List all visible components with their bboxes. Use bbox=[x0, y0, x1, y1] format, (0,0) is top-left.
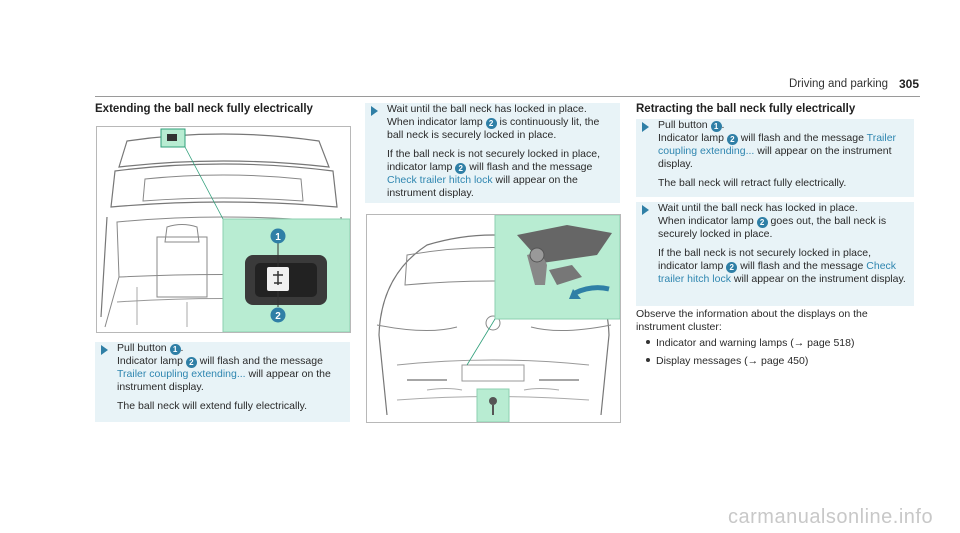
step-arrow-icon bbox=[371, 106, 378, 116]
display-message: Check trailer hitch lock bbox=[387, 174, 493, 186]
watermark: carmanualsonline.info bbox=[728, 506, 934, 528]
callout-1: 1 bbox=[275, 232, 281, 243]
right-step-2: Wait until the ball neck has locked in p… bbox=[636, 202, 914, 306]
tailgate-figure: 1 2 bbox=[96, 126, 351, 333]
callout-badge-2: 2 bbox=[185, 357, 197, 368]
display-message: Trailer coupling extending... bbox=[658, 132, 897, 157]
callout-badge-2: 2 bbox=[455, 163, 467, 174]
middle-step-2: Wait until the ball neck has locked in p… bbox=[365, 103, 620, 203]
callout-badge-2: 2 bbox=[726, 262, 738, 273]
callout-badge-2: 2 bbox=[726, 134, 738, 145]
right-heading: Retracting the ball neck fully electrica… bbox=[636, 103, 856, 115]
step-arrow-icon bbox=[642, 122, 649, 132]
observe-note: Observe the information about the displa… bbox=[636, 308, 868, 333]
bullet-dot-icon bbox=[646, 340, 650, 344]
list-item: Indicator and warning lamps (→ page 518) bbox=[646, 337, 916, 350]
step-result: The ball neck will extend fully electric… bbox=[117, 400, 308, 412]
display-message: Check trailer hitch lock bbox=[658, 260, 897, 285]
display-message: Trailer coupling extending... bbox=[117, 368, 246, 380]
rear-view-figure bbox=[366, 214, 621, 423]
list-item: Display messages (→ page 450) bbox=[646, 355, 916, 368]
header-rule bbox=[95, 96, 920, 97]
callout-badge-2: 2 bbox=[756, 217, 768, 228]
section-title: Driving and parking bbox=[789, 78, 889, 90]
callout-badge-2: 2 bbox=[485, 118, 497, 129]
bullet-list: Indicator and warning lamps (→ page 518)… bbox=[646, 337, 916, 368]
step-result: The ball neck will retract fully electri… bbox=[658, 177, 847, 189]
callout-badge-1: 1 bbox=[169, 344, 181, 355]
callout-badge-1: 1 bbox=[710, 121, 722, 132]
page-number: 305 bbox=[899, 77, 920, 91]
left-step-1: Pull button 1. Indicator lamp 2 will fla… bbox=[95, 342, 350, 422]
page-reference-link[interactable]: page 450) bbox=[758, 355, 809, 367]
step-arrow-icon bbox=[642, 205, 649, 215]
tailgate-illustration: 1 2 bbox=[100, 128, 350, 332]
callout-2: 2 bbox=[275, 311, 281, 322]
step-arrow-icon bbox=[101, 345, 108, 355]
left-heading: Extending the ball neck fully electrical… bbox=[95, 103, 313, 115]
right-step-1: Pull button 1. Indicator lamp 2 will fla… bbox=[636, 119, 914, 197]
bullet-dot-icon bbox=[646, 358, 650, 362]
page-reference-link[interactable]: page 518) bbox=[804, 337, 855, 349]
arrow-right-icon: → bbox=[747, 355, 759, 367]
arrow-right-icon: → bbox=[793, 337, 805, 349]
rear-view-illustration bbox=[376, 215, 620, 422]
